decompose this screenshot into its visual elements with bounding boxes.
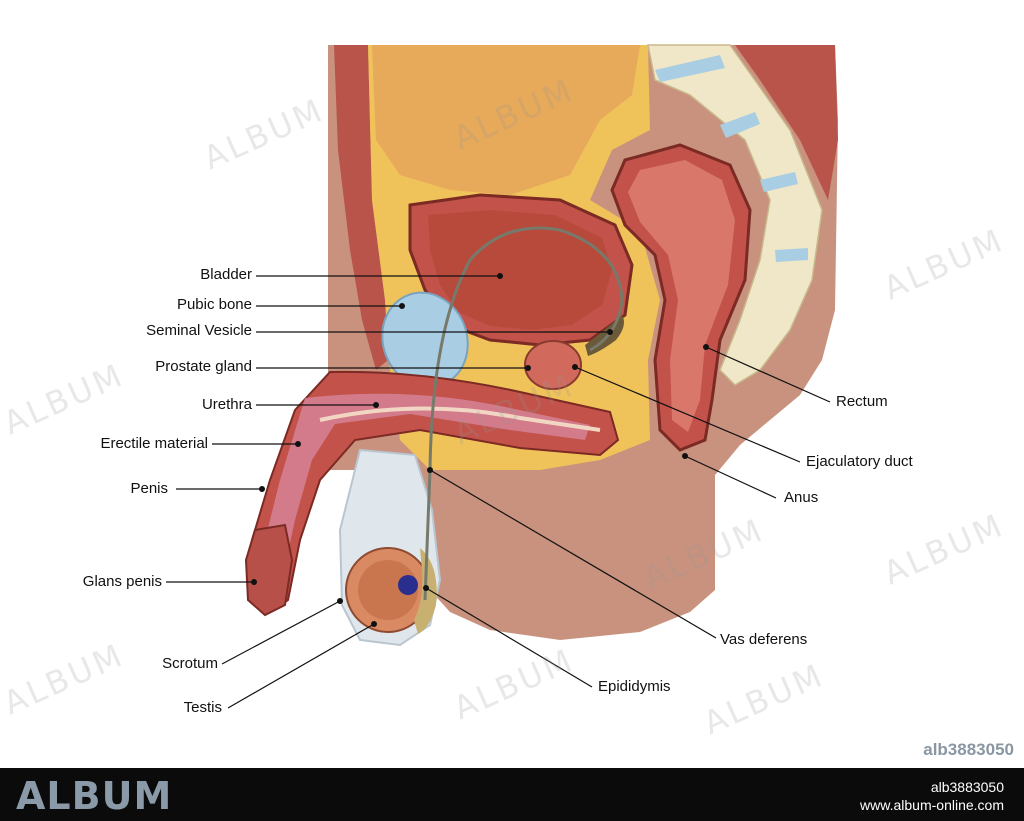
dot-urethra	[373, 402, 379, 408]
sacrum-spine	[647, 44, 823, 386]
vas-deferens-tube	[423, 226, 624, 601]
footer-image-id: alb3883050	[930, 779, 1004, 795]
spinal-disc-3	[760, 172, 798, 192]
back-muscle	[735, 45, 838, 200]
testis-inner	[358, 560, 418, 620]
image-id-text: alb3883050	[923, 740, 1014, 759]
prostate-shape	[524, 340, 582, 390]
label-testis: Testis	[183, 699, 222, 716]
label-prostate-gland: Prostate gland	[155, 358, 252, 375]
label-pubic-bone: Pubic bone	[176, 296, 252, 313]
abdominal-muscle	[334, 45, 388, 370]
label-penis: Penis	[130, 480, 168, 497]
leader-lines	[166, 275, 831, 709]
label-urethra: Urethra	[201, 396, 252, 413]
spinal-disc-2	[720, 112, 760, 138]
label-scrotum: Scrotum	[162, 655, 218, 672]
dot-erectile	[295, 441, 301, 447]
label-ejaculatory-duct: Ejaculatory duct	[806, 453, 913, 470]
dot-vas-deferens	[427, 467, 433, 473]
leader-epididymis	[425, 587, 593, 688]
dot-prostate	[525, 365, 531, 371]
dot-scrotum	[337, 598, 343, 604]
spinal-disc-4	[775, 248, 808, 262]
leader-testis	[227, 623, 375, 709]
label-seminal-vesicle: Seminal Vesicle	[146, 322, 252, 339]
label-vas-deferens: Vas deferens	[720, 631, 808, 648]
leader-anus	[684, 455, 777, 499]
anatomy-illustration	[166, 44, 838, 709]
urethra-channel	[319, 406, 601, 432]
footer-brand-logo[interactable]: ALBUM	[16, 774, 173, 818]
dot-testis	[371, 621, 377, 627]
dot-anus	[682, 453, 688, 459]
dot-bladder	[497, 273, 503, 279]
leader-scrotum	[221, 600, 341, 665]
leader-ejaculatory	[574, 366, 801, 463]
testis-core	[398, 575, 418, 595]
spinal-disc-1	[655, 55, 725, 82]
dot-penis	[259, 486, 265, 492]
dot-ejaculatory	[572, 364, 578, 370]
footer-bar: ALBUM alb3883050 www.album-online.com	[0, 768, 1024, 821]
glans-shape	[244, 523, 294, 617]
leader-rectum	[705, 346, 831, 403]
label-erectile-material: Erectile material	[100, 435, 208, 452]
dot-seminal-vesicle	[607, 329, 613, 335]
footer-url-link[interactable]: www.album-online.com	[860, 797, 1004, 813]
dot-rectum	[703, 344, 709, 350]
label-epididymis: Epididymis	[598, 678, 671, 695]
bladder-lumen	[428, 210, 612, 330]
abdominal-organs	[372, 45, 640, 195]
leader-vas-deferens	[429, 469, 717, 639]
dot-pubic-bone	[399, 303, 405, 309]
dot-glans	[251, 579, 257, 585]
label-bladder: Bladder	[200, 266, 252, 283]
dot-epididymis	[423, 585, 429, 591]
label-anus: Anus	[784, 489, 819, 506]
label-rectum: Rectum	[836, 393, 888, 410]
rectum-inner	[628, 160, 735, 432]
label-glans-penis: Glans penis	[82, 573, 162, 590]
leader-dots	[251, 273, 709, 627]
